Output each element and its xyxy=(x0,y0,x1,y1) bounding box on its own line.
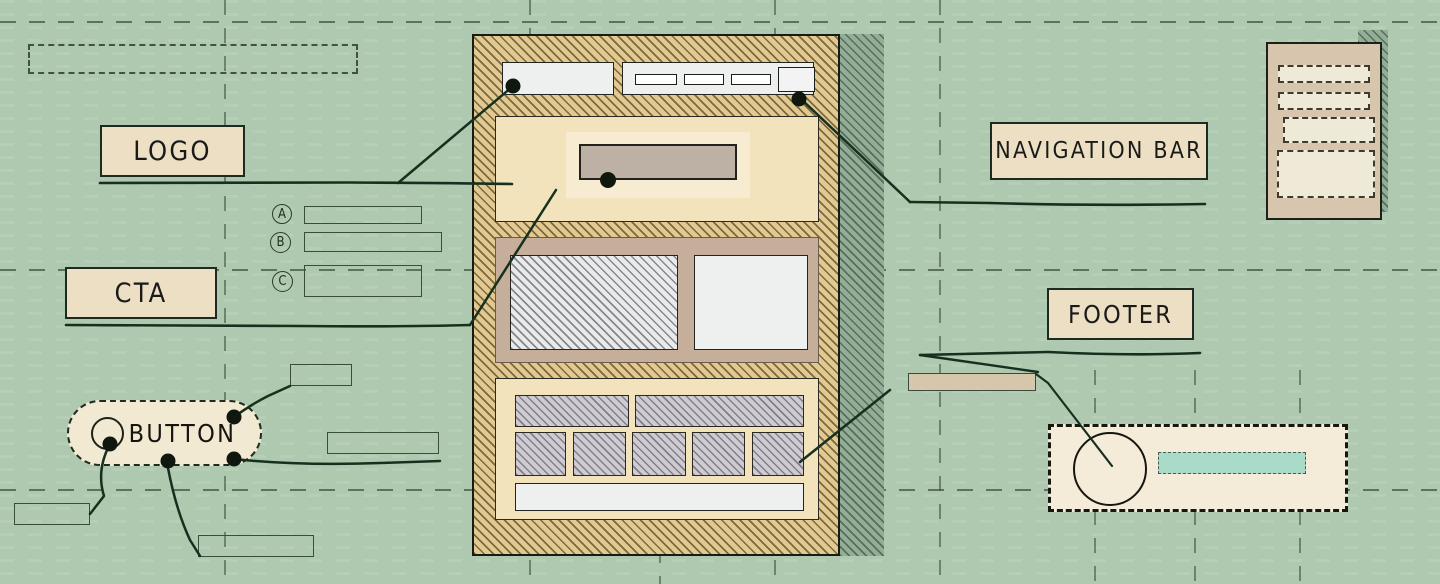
label-cta: CTA xyxy=(65,267,217,319)
wireframe-nav-item[interactable] xyxy=(684,74,724,85)
label-footer-text: FOOTER xyxy=(1067,299,1174,329)
list-item-bar-a xyxy=(304,206,422,224)
widget-accent-bar xyxy=(1158,452,1306,474)
card-slot xyxy=(1277,150,1375,198)
button-pill-label: BUTTON xyxy=(128,418,237,448)
card-slot xyxy=(1278,65,1370,83)
wireframe-footer-small-block[interactable] xyxy=(752,432,804,476)
label-footer: FOOTER xyxy=(1047,288,1194,340)
label-logo: LOGO xyxy=(100,125,245,177)
list-item-bar-b xyxy=(304,232,442,252)
wireframe-footer-wide-block[interactable] xyxy=(635,395,804,427)
ghost-box-right-of-button xyxy=(327,432,439,454)
wireframe-navbar-strip xyxy=(622,62,815,95)
wireframe-shadow xyxy=(840,34,884,556)
wireframe-content-panel-plain[interactable] xyxy=(694,255,808,350)
wireframe-frame xyxy=(472,34,840,556)
ghost-box-far-left-low xyxy=(14,503,90,525)
wireframe-nav-item[interactable] xyxy=(635,74,677,85)
wireframe-hero xyxy=(495,116,819,222)
card-slot xyxy=(1278,92,1370,110)
wireframe-nav-item[interactable] xyxy=(731,74,771,85)
wireframe-nav-cta-button[interactable] xyxy=(778,67,815,92)
label-navigation-bar: NAVIGATION BAR xyxy=(990,122,1208,180)
label-cta-text: CTA xyxy=(114,277,168,309)
wireframe-footer-wide-block[interactable] xyxy=(515,395,629,427)
wireframe-footer-small-block[interactable] xyxy=(692,432,745,476)
card-slot xyxy=(1283,117,1375,143)
label-logo-text: LOGO xyxy=(133,135,212,167)
ghost-box-upper-right-of-button xyxy=(290,364,352,386)
wireframe-footer-small-block[interactable] xyxy=(573,432,626,476)
wireframe-content-panel-hatched[interactable] xyxy=(510,255,678,350)
wireframe-footer-small-block[interactable] xyxy=(632,432,686,476)
card-stack xyxy=(1266,42,1382,220)
list-item-bar-c xyxy=(304,265,422,297)
ghost-box-bottom-center xyxy=(198,535,314,557)
marker-c-glyph: C xyxy=(278,274,287,289)
label-navigation-bar-text: NAVIGATION BAR xyxy=(995,138,1203,164)
circle-letter-c-icon: C xyxy=(272,271,293,292)
top-left-dashed-placeholder xyxy=(28,44,358,74)
circle-knob-icon xyxy=(1073,432,1147,506)
wireframe-footer xyxy=(495,378,819,520)
circle-letter-a-icon: A xyxy=(272,204,292,224)
wireframe-footer-small-block[interactable] xyxy=(515,432,566,476)
wireframe-footer-bottom-bar[interactable] xyxy=(515,483,804,511)
marker-a-glyph: A xyxy=(278,206,286,222)
wireframe-navbar-logo[interactable] xyxy=(502,62,614,95)
wireframe-content xyxy=(495,237,819,363)
marker-b-glyph: B xyxy=(276,235,285,250)
wireframe-hero-bar[interactable] xyxy=(579,144,737,180)
circle-letter-b-icon: B xyxy=(270,232,291,253)
circle-knob-icon xyxy=(91,417,124,450)
footer-connector-bar xyxy=(908,373,1036,391)
